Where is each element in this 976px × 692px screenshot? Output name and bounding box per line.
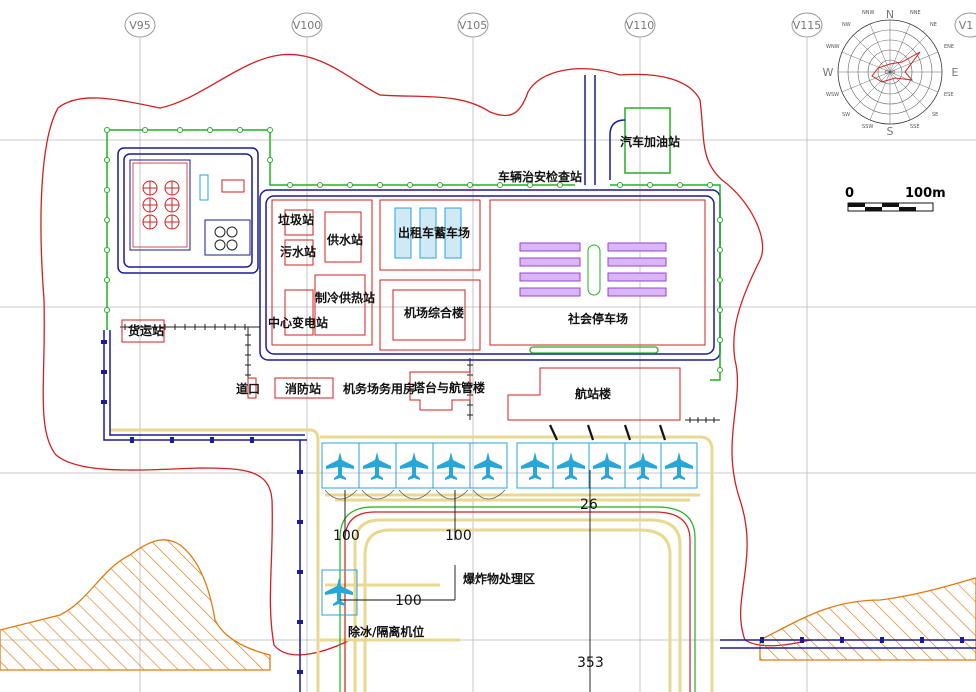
axis-v100: V100 xyxy=(293,19,322,32)
social-parking-rows xyxy=(519,242,667,297)
aircraft-icon xyxy=(325,578,353,606)
compass-nnw: NNW xyxy=(862,10,874,16)
apron-stands xyxy=(321,442,698,616)
road-network xyxy=(103,75,976,692)
compass-center: C=0 xyxy=(885,70,896,76)
fuel-station-site xyxy=(609,107,671,180)
boarding-bridges xyxy=(549,424,667,441)
fence-posts xyxy=(104,127,723,373)
label-cooling-heating: 制冷供热站 xyxy=(315,290,375,305)
parking-green-strip xyxy=(529,346,659,354)
utility-compound xyxy=(129,159,251,256)
aircraft-icon xyxy=(521,452,549,480)
grid-axis-bubbles xyxy=(124,12,976,38)
label-garbage-station: 垃圾站 xyxy=(278,212,314,227)
stand-arcs xyxy=(324,489,506,500)
compass-se: SE xyxy=(932,112,938,118)
compass-ne: NE xyxy=(930,22,937,28)
compass-nw: NW xyxy=(842,22,851,28)
label-explosive-area: 爆炸物处理区 xyxy=(463,571,535,586)
compass-ssw: SSW xyxy=(862,124,873,130)
aircraft-icon xyxy=(593,452,621,480)
label-fuel-station: 汽车加油站 xyxy=(620,134,680,149)
compass-south: S xyxy=(887,125,894,138)
building-outlines xyxy=(121,199,706,421)
aircraft-icon xyxy=(665,452,693,480)
dim-353: 353 xyxy=(577,655,604,671)
compass-sw: SW xyxy=(842,112,850,118)
aircraft-icon xyxy=(629,452,657,480)
airside-fence xyxy=(106,129,721,381)
scale-end: 100m xyxy=(905,186,946,201)
aircraft-icon xyxy=(557,452,585,480)
label-water-supply: 供水站 xyxy=(326,232,363,247)
compass-sse: SSE xyxy=(910,124,920,130)
dimension-lines xyxy=(340,470,591,692)
label-airport-complex: 机场综合楼 xyxy=(404,305,464,320)
label-deicing: 除冰/隔离机位 xyxy=(348,624,424,639)
compass-west: W xyxy=(823,66,834,79)
label-sewage-station: 污水站 xyxy=(280,244,316,259)
parking-island xyxy=(587,244,601,296)
runway-edge-red xyxy=(344,511,691,692)
compass-wsw: WSW xyxy=(826,92,839,98)
compass-ese: ESE xyxy=(944,92,954,98)
scale-start: 0 xyxy=(845,186,854,201)
label-security-check: 车辆治安检查站 xyxy=(498,169,582,184)
hatched-area-left xyxy=(0,539,271,671)
label-central-substation: 中心变电站 xyxy=(268,315,328,330)
axis-v95: V95 xyxy=(129,19,151,32)
axis-v1: V1 xyxy=(959,19,974,32)
compass-ene: ENE xyxy=(944,44,954,50)
compass-north: N xyxy=(886,8,894,21)
wind-rose xyxy=(837,19,943,125)
dim-100-right: 100 xyxy=(445,528,472,544)
taxi-pool-stalls xyxy=(394,207,462,259)
label-fire-station: 消防站 xyxy=(285,381,321,396)
label-social-parking: 社会停车场 xyxy=(567,311,628,326)
aircraft-icon xyxy=(400,452,428,480)
label-taxi-pool: 出租车蓄车场 xyxy=(398,225,470,240)
compass-wnw: WNW xyxy=(826,44,840,50)
aircraft-icon xyxy=(363,452,391,480)
aircraft-icon xyxy=(437,452,465,480)
aircraft-icon xyxy=(474,452,502,480)
label-cargo-station: 货运站 xyxy=(128,323,164,338)
label-tower: 塔台与航管楼 xyxy=(413,380,485,395)
compass-nne: NNE xyxy=(910,10,921,16)
dim-100-left: 100 xyxy=(333,528,360,544)
scale-bar xyxy=(847,202,934,212)
label-airport-service: 机务场务用房 xyxy=(343,381,415,396)
axis-v115: V115 xyxy=(793,19,822,32)
aircraft-icon xyxy=(326,452,354,480)
taxiway-system xyxy=(110,428,714,692)
runway-edge-green xyxy=(339,506,696,692)
axis-v105: V105 xyxy=(459,19,488,32)
dim-26: 26 xyxy=(580,497,598,513)
label-terminal: 航站楼 xyxy=(575,386,611,401)
road-markers xyxy=(101,340,964,674)
dim-100-bottom: 100 xyxy=(395,593,422,609)
site-boundary xyxy=(40,53,811,656)
label-gate: 道口 xyxy=(236,381,260,396)
compass-east: E xyxy=(952,66,959,79)
aircraft-layer xyxy=(325,452,693,606)
axis-v110: V110 xyxy=(626,19,655,32)
